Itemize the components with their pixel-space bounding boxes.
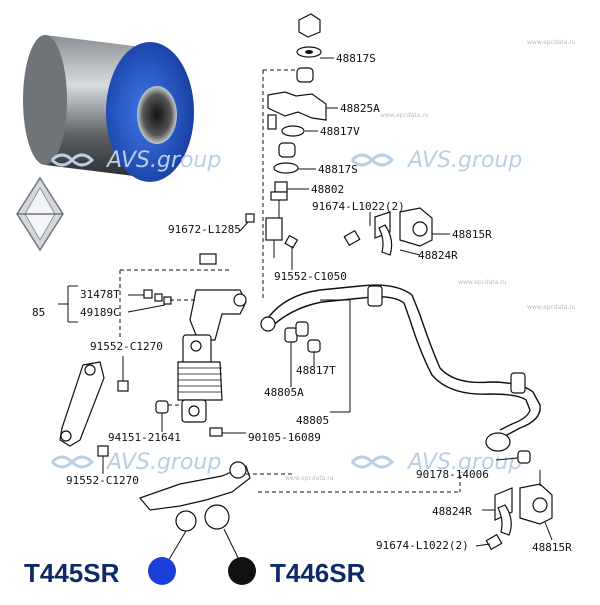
clamp-arm-icon (497, 504, 512, 536)
part-label: 48805 (296, 414, 329, 427)
part-label: 90178-14006 (416, 468, 489, 481)
part-label: 91672-L1285 (168, 223, 241, 236)
bushing-photo (23, 35, 194, 182)
nut-icon (298, 13, 321, 38)
arm-icon (59, 361, 105, 447)
part-label: 91552-C1270 (66, 474, 139, 487)
lower-right-clamp (475, 470, 553, 551)
washer-icon (281, 125, 305, 137)
control-arm-icon (138, 465, 251, 511)
part-label: 48824R (418, 249, 458, 262)
watermark-top-right: AVS.group (350, 148, 522, 173)
bolt-icon (97, 445, 109, 457)
bolt-icon (117, 380, 129, 392)
lower-control-arm (119, 269, 461, 532)
source-mark: www.epcdata.ru (527, 39, 576, 46)
watermark-bottom-right: AVS.group (350, 450, 522, 475)
blue-dot-icon (148, 557, 176, 585)
upper-stack-parts (199, 13, 327, 265)
lower-mount-hardware (155, 400, 246, 437)
part-label: 49189C (80, 306, 120, 319)
part-label: 48825A (340, 102, 380, 115)
part-label: 94151-21641 (108, 431, 181, 444)
bolt-icon (199, 253, 217, 265)
bar-bushing-icon (367, 285, 383, 307)
upper-mount-hardware (58, 285, 196, 323)
left-arm (59, 356, 129, 474)
part-label: 90105-16089 (248, 431, 321, 444)
part-label: 91552-C1270 (90, 340, 163, 353)
bolt-icon (284, 234, 299, 249)
washer-icon (273, 162, 299, 174)
part-label: 48817T (296, 364, 336, 377)
watermark-text: AVS.group (105, 148, 221, 173)
part-label: 48802 (311, 183, 344, 196)
bolt-icon (267, 114, 277, 130)
bolt-icon (209, 427, 223, 437)
source-mark: www.epcdata.ru (285, 475, 334, 482)
product-code-right: T446SR (270, 558, 366, 588)
bushing-icon (284, 327, 298, 343)
brand-logo-icon (16, 176, 64, 252)
part-label: 31478T (80, 288, 120, 301)
part-label: 91552-C1050 (274, 270, 347, 283)
part-label: 91674-L1022(2) (376, 539, 469, 552)
clamp-arm-icon (378, 224, 393, 256)
upper-right-clamp (343, 207, 450, 256)
source-mark: www.epcdata.ru (458, 279, 507, 286)
product-legend: T445SR T446SR (24, 528, 366, 588)
part-label: 48824R (432, 505, 472, 518)
source-mark: www.epcdata.ru (380, 112, 429, 119)
source-mark: www.epcdata.ru (527, 304, 576, 311)
part-label: 48817S (336, 52, 376, 65)
bolt-icon (343, 229, 361, 247)
part-label: 48817S (318, 163, 358, 176)
bar-end-icon (485, 432, 511, 452)
nut-icon (155, 400, 169, 414)
part-label: 91674-L1022(2) (312, 200, 405, 213)
link-head-icon (274, 181, 288, 193)
part-label: 48815R (532, 541, 572, 554)
bushing-icon (295, 321, 309, 337)
bar-end-icon (260, 316, 276, 332)
nut-icon (517, 450, 531, 464)
link-bushings (284, 299, 351, 413)
ball-joint-icon (229, 461, 247, 479)
nut-icon (163, 296, 172, 305)
bracket-icon (267, 91, 327, 121)
watermark-text: AVS.group (105, 450, 221, 475)
nut-icon (154, 293, 163, 302)
black-dot-icon (228, 557, 256, 585)
shock-boot-icon (177, 361, 223, 401)
watermark-text: AVS.group (406, 148, 522, 173)
stabilizer-bar (260, 284, 541, 452)
spacer-icon (278, 142, 296, 158)
part-labels: 48817S 48825A 48817V 48817S 48802 91674-… (32, 52, 572, 554)
link-body-icon (270, 191, 288, 201)
bolt-icon (485, 533, 503, 551)
control-arm-bushing-icon (204, 504, 230, 530)
link-joint-icon (265, 217, 283, 241)
product-code-left: T445SR (24, 558, 120, 588)
watermark-text: AVS.group (406, 450, 522, 475)
watermark-bottom-left: AVS.group (50, 450, 221, 475)
bolt-icon (245, 213, 255, 223)
control-arm-bushing-icon (175, 510, 197, 532)
bushing-icon (307, 339, 321, 353)
part-label: 85 (32, 306, 45, 319)
part-label: 48815R (452, 228, 492, 241)
bolt-icon (143, 289, 153, 299)
bar-end-nut (495, 450, 531, 464)
shock-absorber (177, 289, 247, 423)
spacer-icon (296, 67, 314, 83)
part-label: 48805A (264, 386, 304, 399)
watermark-top-left: AVS.group (50, 148, 221, 173)
part-label: 48817V (320, 125, 360, 138)
bar-bushing-icon (510, 372, 526, 394)
leader-lines-upper (239, 57, 338, 300)
